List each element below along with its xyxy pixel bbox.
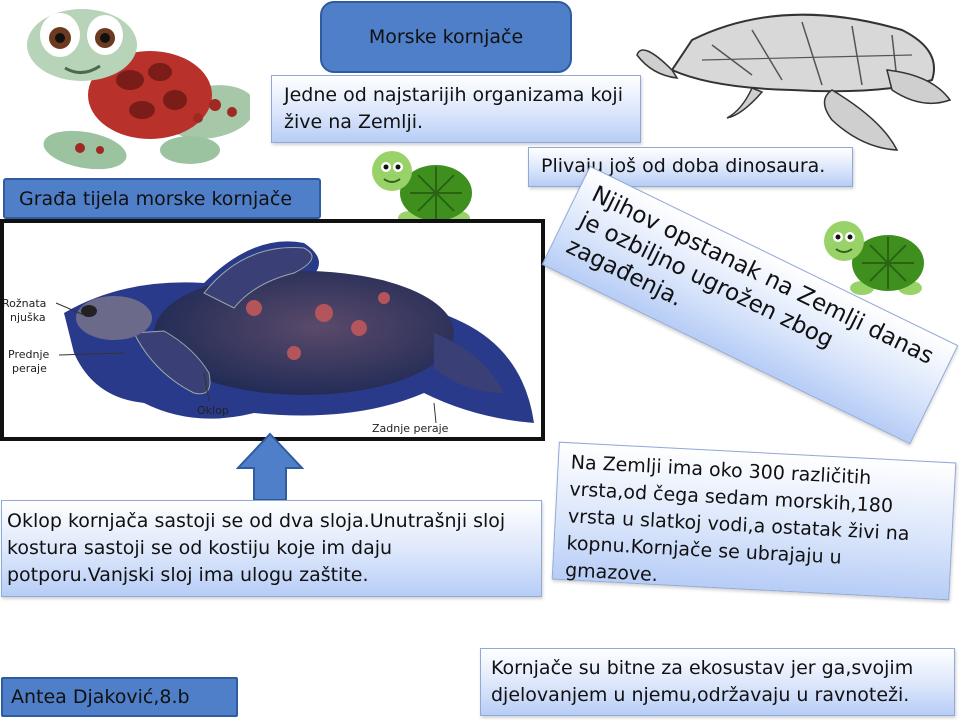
survival-box: Njihov opstanak na Zemlji danas je ozbil… — [541, 165, 959, 445]
dinosaur-box: Plivaju još od doba dinosaura. — [528, 147, 853, 187]
turtle-anatomy-diagram: Rožnata njuška Prednje peraje Oklop Zadn… — [0, 219, 545, 441]
front-flipper-label-line2: peraje — [12, 362, 47, 375]
up-arrow-icon — [236, 432, 304, 501]
ecosystem-text: Kornjače su bitne za ekosustav jer ga,sv… — [491, 657, 914, 706]
title-box: Morske kornjače — [320, 1, 572, 73]
back-flipper-label: Zadnje peraje — [372, 422, 449, 435]
oldest-organisms-box: Jedne od najstarijih organizama koji živ… — [271, 75, 641, 143]
green-turtle-icon — [824, 221, 924, 295]
shell-label: Oklop — [197, 404, 229, 417]
ecosystem-box: Kornjače su bitne za ekosustav jer ga,sv… — [480, 648, 955, 716]
snout-label-line2: njuška — [10, 311, 46, 324]
sketch-turtle-image — [636, 13, 952, 151]
cartoon-turtle-image — [27, 9, 250, 170]
green-turtle-icon — [372, 151, 472, 225]
anatomy-heading: Građa tijela morske kornjače — [19, 187, 293, 210]
anatomy-heading-box: Građa tijela morske kornjače — [3, 178, 321, 219]
species-box: Na Zemlji ima oko 300 različitih vrsta,o… — [551, 441, 957, 601]
dinosaur-text: Plivaju još od doba dinosaura. — [541, 155, 826, 177]
sea-turtle-image — [55, 241, 534, 424]
page-title: Morske kornjače — [368, 26, 524, 48]
species-text: Na Zemlji ima oko 300 različitih vrsta,o… — [564, 451, 910, 587]
shell-info-box: Oklop kornjača sastoji se od dva sloja.U… — [1, 500, 542, 597]
author-box: Antea Djaković,8.b — [1, 677, 238, 717]
oldest-organisms-text: Jedne od najstarijih organizama koji živ… — [284, 84, 623, 133]
author-name: Antea Djaković,8.b — [11, 686, 190, 708]
snout-label-line1: Rožnata — [2, 297, 47, 310]
front-flipper-label-line1: Prednje — [8, 348, 50, 361]
shell-info-text: Oklop kornjača sastoji se od dva sloja.U… — [7, 510, 506, 586]
